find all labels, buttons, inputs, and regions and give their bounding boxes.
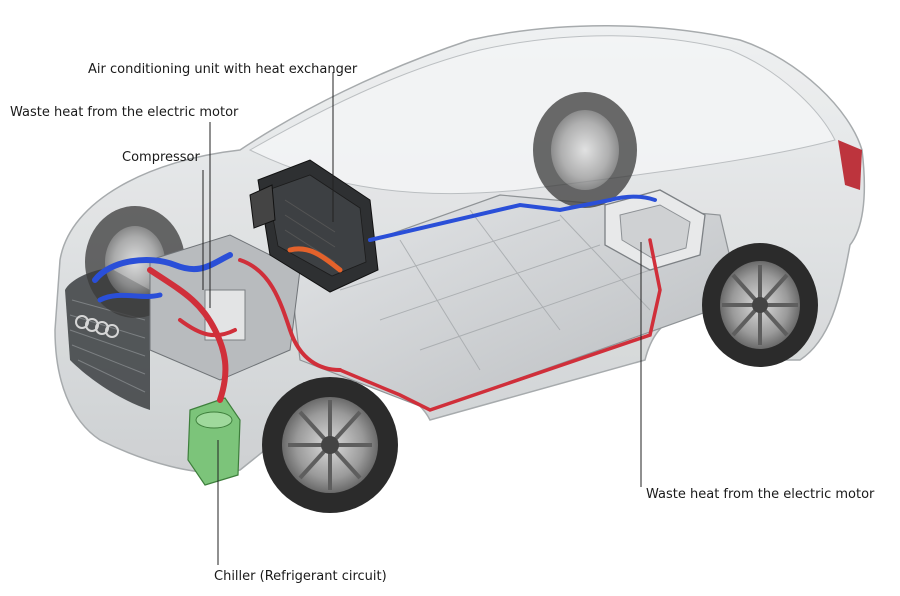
- label-waste-heat-front: Waste heat from the electric motor: [10, 105, 239, 120]
- label-waste-heat-rear: Waste heat from the electric motor: [646, 487, 875, 502]
- rear-wheel-near: [702, 243, 818, 367]
- front-wheel-near: [262, 377, 398, 513]
- rear-electric-motor: [604, 189, 706, 271]
- label-chiller: Chiller (Refrigerant circuit): [214, 569, 387, 584]
- callout-lines: [202, 72, 642, 565]
- label-ac-unit: Air conditioning unit with heat exchange…: [88, 62, 358, 77]
- chiller-unit: [187, 397, 241, 486]
- coolant-hoses: [92, 194, 662, 412]
- rear-wheel-far: [533, 92, 637, 208]
- label-compressor: Compressor: [122, 150, 200, 165]
